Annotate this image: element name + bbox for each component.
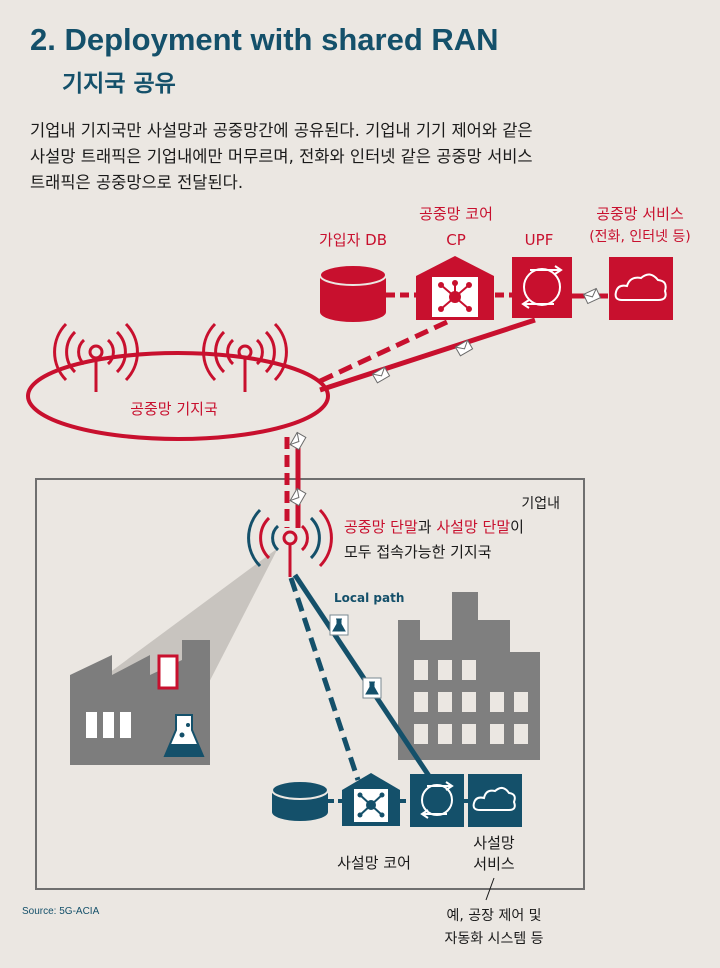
description-line: 기업내 기지국만 사설망과 공중망간에 공유된다. 기업내 기기 제어와 같은 [30, 121, 533, 140]
shared-antenna-icon [247, 508, 333, 577]
page-subtitle: 기지국 공유 [62, 71, 176, 97]
private-service-label: 서비스 [473, 855, 515, 873]
local-path-label: Local path [334, 591, 404, 605]
description: 기업내 기지국만 사설망과 공중망간에 공유된다. 기업내 기기 제어와 같은 … [30, 118, 700, 196]
private-upf-icon [410, 774, 464, 827]
enterprise-area-label: 기업내 [521, 496, 560, 512]
private-control-plane-icon [342, 773, 400, 826]
example-label: 자동화 시스템 등 [444, 931, 543, 947]
connector-text: 과 [418, 518, 437, 536]
cloud-service-icon [609, 257, 673, 320]
private-terminal-text: 사설망 단말 [436, 518, 510, 536]
connector-text: 이 [510, 518, 524, 536]
public-core-label: 공중망 코어 [419, 205, 493, 223]
antenna-icon [53, 322, 139, 392]
source-note: Source: 5G-ACIA [22, 906, 100, 917]
private-database-icon [271, 780, 329, 821]
antenna-icon [202, 322, 288, 392]
page-title: 2. Deployment with shared RAN [30, 22, 499, 57]
public-base-station-label: 공중망 기지국 [130, 400, 218, 418]
upf-icon [512, 257, 572, 318]
public-service-label: 공중망 서비스 [596, 205, 684, 223]
local-path-dashed [288, 577, 361, 781]
device-icon [157, 654, 179, 690]
callout-line [485, 877, 495, 901]
upf-label: UPF [525, 231, 554, 249]
enterprise-boundary [35, 478, 585, 890]
example-label: 예, 공장 제어 및 [446, 908, 541, 924]
private-cloud-service-icon [468, 774, 522, 827]
public-terminal-text: 공중망 단말 [344, 518, 418, 536]
database-icon [319, 264, 387, 322]
public-base-station-area [26, 351, 330, 441]
cp-label: CP [446, 231, 466, 249]
shared-station-label: 공중망 단말과 사설망 단말이 [344, 518, 524, 536]
description-line: 트래픽은 공중망으로 전달된다. [30, 173, 244, 192]
subscriber-db-label: 가입자 DB [319, 231, 387, 249]
shared-station-label-line2: 모두 접속가능한 기지국 [344, 543, 492, 561]
upf-link [319, 317, 536, 393]
private-service-label: 사설망 [473, 834, 515, 852]
public-service-sublabel: (전화, 인터넷 등) [589, 229, 691, 245]
office-building-icon [398, 592, 540, 760]
cp-link [314, 319, 449, 386]
control-plane-icon [416, 256, 494, 320]
description-line: 사설망 트래픽은 기업내에만 머무르며, 전화와 인터넷 같은 공중망 서비스 [30, 147, 533, 166]
private-core-label: 사설망 코어 [337, 854, 411, 872]
